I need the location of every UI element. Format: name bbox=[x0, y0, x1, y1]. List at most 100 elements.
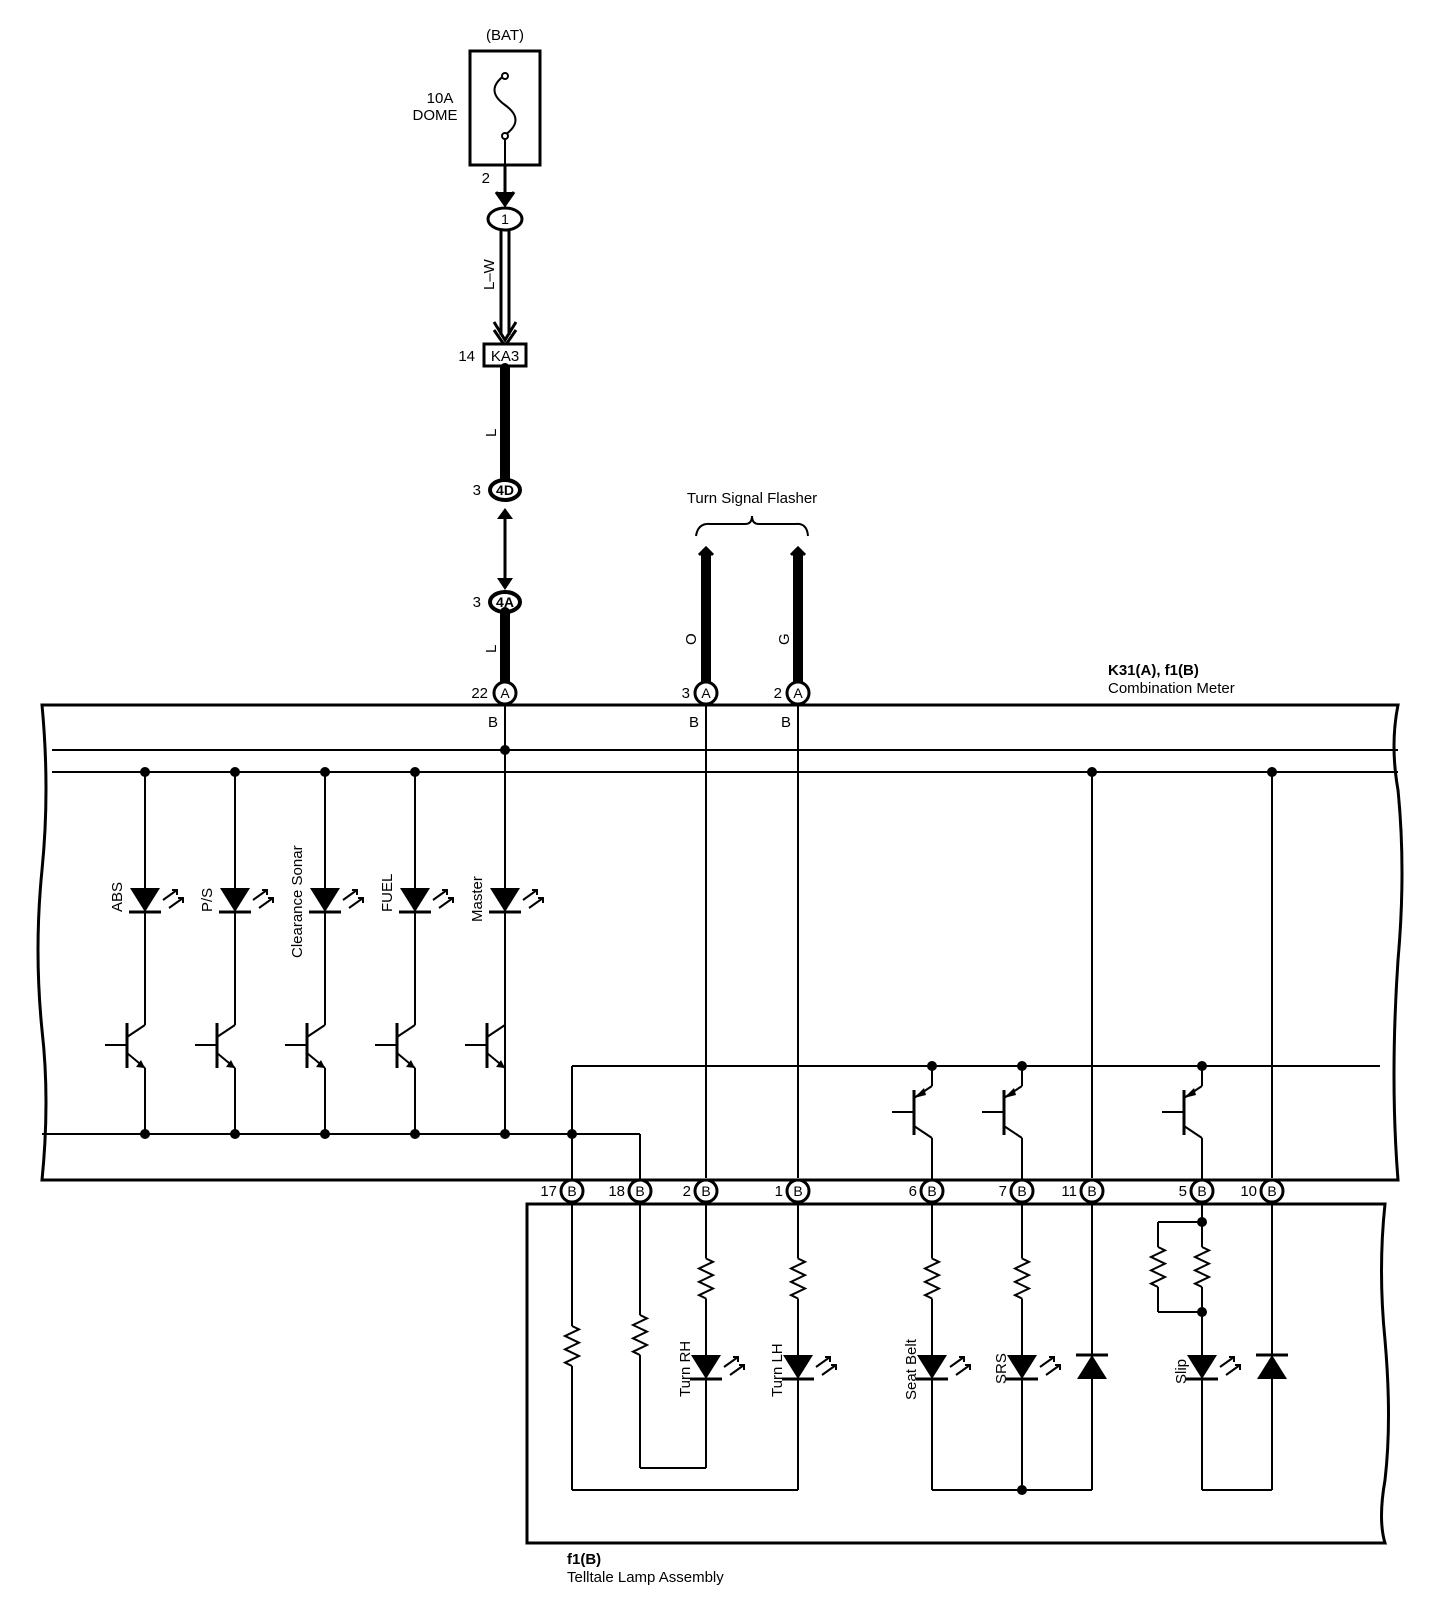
resistor-icon bbox=[1012, 1257, 1032, 1300]
resistor-icon bbox=[696, 1257, 716, 1300]
fuse-pin: 2 bbox=[482, 170, 490, 187]
svg-text:4A: 4A bbox=[496, 594, 514, 610]
telltale-lamp-label: Turn RH bbox=[677, 1341, 694, 1397]
connector-arrow bbox=[494, 191, 516, 208]
svg-text:1: 1 bbox=[775, 1183, 783, 1200]
svg-text:3: 3 bbox=[473, 482, 481, 499]
circuit-17 bbox=[562, 1202, 798, 1491]
meter-lamp-label: ABS bbox=[109, 882, 126, 912]
svg-text:B: B bbox=[781, 714, 791, 731]
meter-title: K31(A), f1(B) bbox=[1108, 662, 1199, 679]
meter-lamp-4-led-icon bbox=[490, 888, 520, 912]
svg-text:22: 22 bbox=[471, 685, 488, 702]
turn-rh-led-icon bbox=[691, 1355, 721, 1379]
meter-lamp-0-led-icon bbox=[130, 888, 160, 912]
meter-lamp-label: P/S bbox=[199, 888, 216, 912]
srs-led-icon bbox=[1007, 1355, 1037, 1379]
svg-text:6: 6 bbox=[909, 1183, 917, 1200]
meter-lamp-3-led-icon bbox=[400, 888, 430, 912]
telltale-pin-7: B7 bbox=[999, 1178, 1035, 1204]
circuit-turn-rh: Turn RH bbox=[677, 1202, 745, 1468]
circuit-seat-belt: Seat Belt bbox=[903, 1202, 971, 1490]
circuit-18 bbox=[630, 1202, 706, 1469]
telltale-pin-1: B1 bbox=[775, 1178, 811, 1204]
pnp-transistor-0 bbox=[892, 1061, 937, 1180]
resistor-icon bbox=[630, 1314, 650, 1356]
wire-color-g: G bbox=[776, 633, 793, 645]
slip-led-icon bbox=[1187, 1355, 1217, 1379]
svg-text:B: B bbox=[793, 1183, 802, 1199]
svg-text:1: 1 bbox=[501, 211, 509, 227]
svg-text:4D: 4D bbox=[496, 482, 514, 498]
circuit-10 bbox=[1202, 1202, 1288, 1491]
telltale-lamp-label: SRS bbox=[993, 1353, 1010, 1384]
combination-meter-box bbox=[36, 703, 1404, 1182]
meter-subtitle: Combination Meter bbox=[1108, 680, 1235, 697]
seat-belt-led-icon bbox=[917, 1355, 947, 1379]
telltale-lamp-assembly-box bbox=[525, 1202, 1390, 1545]
svg-text:A: A bbox=[500, 685, 510, 701]
circuit-11 bbox=[932, 1202, 1108, 1495]
diode-icon bbox=[1257, 1355, 1287, 1379]
pnp-transistor-1 bbox=[982, 1061, 1027, 1180]
telltale-pin-10: B 10 bbox=[1240, 1178, 1285, 1204]
svg-text:5: 5 bbox=[1179, 1183, 1187, 1200]
fuse-name: DOME bbox=[413, 107, 458, 124]
telltale-subtitle: Telltale Lamp Assembly bbox=[567, 1569, 724, 1586]
svg-text:7: 7 bbox=[999, 1183, 1007, 1200]
meter-lamp-2: Clearance Sonar bbox=[285, 767, 364, 1139]
fuse-rating: 10A bbox=[427, 90, 454, 107]
telltale-lamp-label: Turn LH bbox=[769, 1343, 786, 1397]
resistor-icon bbox=[1192, 1246, 1212, 1288]
svg-text:A: A bbox=[701, 685, 711, 701]
svg-text:A: A bbox=[793, 685, 803, 701]
meter-lamp-2-led-icon bbox=[310, 888, 340, 912]
diode-icon bbox=[1077, 1355, 1107, 1379]
resistor-icon bbox=[788, 1257, 808, 1300]
meter-lamp-0: ABS bbox=[105, 767, 184, 1139]
svg-text:B: B bbox=[1197, 1183, 1206, 1199]
wire-color-o: O bbox=[683, 633, 700, 645]
pnp-transistor-2 bbox=[1162, 1061, 1207, 1180]
svg-text:17: 17 bbox=[540, 1183, 557, 1200]
meter-lamp-1-led-icon bbox=[220, 888, 250, 912]
circuit-slip: Slip bbox=[1148, 1202, 1241, 1490]
turn-lh-led-icon bbox=[783, 1355, 813, 1379]
meter-lamp-3: FUEL bbox=[375, 767, 454, 1139]
connector-1 bbox=[486, 206, 524, 232]
circuit-turn-lh: Turn LH bbox=[769, 1202, 837, 1490]
meter-lamp-label: Clearance Sonar bbox=[289, 845, 306, 958]
svg-text:B: B bbox=[1017, 1183, 1026, 1199]
meter-pin-22: A 22 B bbox=[471, 680, 518, 731]
svg-text:B: B bbox=[927, 1183, 936, 1199]
circuit-srs: SRS bbox=[993, 1202, 1061, 1490]
meter-lamp-label: FUEL bbox=[379, 874, 396, 912]
telltale-lamp-label: Seat Belt bbox=[903, 1338, 920, 1400]
wire-color-l: L bbox=[483, 429, 500, 437]
resistor-icon bbox=[922, 1257, 942, 1300]
svg-text:3: 3 bbox=[473, 594, 481, 611]
wire-color-lw: L–W bbox=[481, 258, 498, 290]
telltale-lamp-label: Slip bbox=[1173, 1359, 1190, 1384]
telltale-pin-17: B 17 bbox=[540, 1178, 585, 1204]
battery-label: (BAT) bbox=[486, 27, 524, 44]
resistor-icon bbox=[1148, 1246, 1168, 1288]
svg-text:10: 10 bbox=[1240, 1183, 1257, 1200]
svg-text:B: B bbox=[1267, 1183, 1276, 1199]
telltale-pin-18: B 18 bbox=[608, 1178, 653, 1204]
flasher-label: Turn Signal Flasher bbox=[687, 490, 817, 507]
meter-lamp-1: P/S bbox=[195, 767, 274, 1139]
svg-text:2: 2 bbox=[683, 1183, 691, 1200]
fuse-icon bbox=[493, 74, 517, 136]
svg-text:B: B bbox=[635, 1183, 644, 1199]
telltale-pin-2: B2 bbox=[683, 1178, 719, 1204]
meter-lamp-4: Master bbox=[465, 876, 544, 1139]
resistor-icon bbox=[562, 1325, 582, 1367]
svg-text:B: B bbox=[488, 714, 498, 731]
svg-text:B: B bbox=[567, 1183, 576, 1199]
svg-text:18: 18 bbox=[608, 1183, 625, 1200]
telltale-pin-11: B11 bbox=[1061, 1178, 1105, 1204]
svg-text:B: B bbox=[1087, 1183, 1096, 1199]
telltale-title: f1(B) bbox=[567, 1551, 601, 1568]
